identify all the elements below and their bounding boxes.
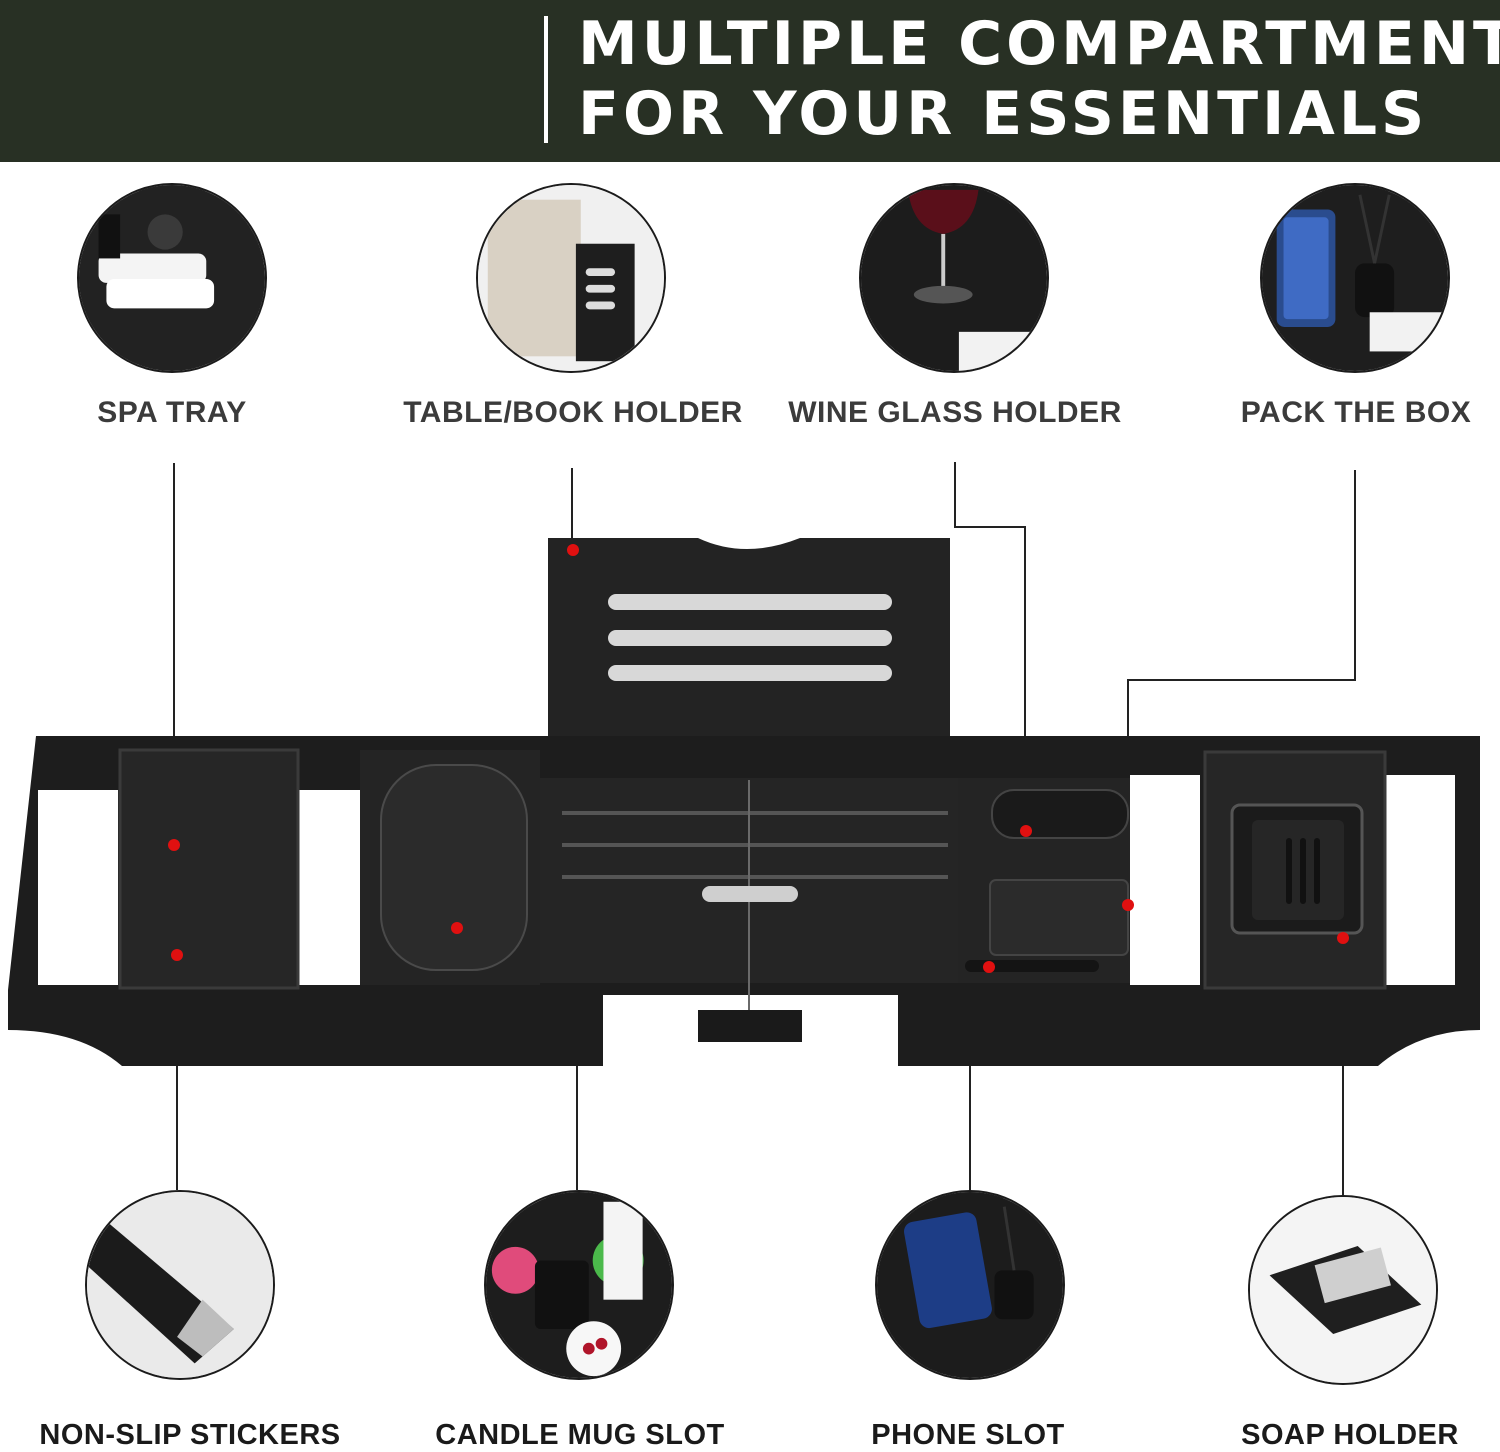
phone-diffuser-photo	[1260, 183, 1450, 373]
leader-line-wine-glass	[954, 462, 1026, 830]
soap-holder-photo	[1248, 1195, 1438, 1385]
marker-pack-box	[1122, 899, 1134, 911]
non-slip-corner-photo	[85, 1190, 275, 1380]
marker-soap-holder	[1337, 932, 1349, 944]
book-holder-stand	[548, 538, 950, 775]
header-banner: MULTIPLE COMPARTMENTS FOR YOUR ESSENTIAL…	[0, 0, 1500, 162]
spa-tray-label: SPA TRAY	[97, 396, 247, 429]
marker-candle-mug	[451, 922, 463, 934]
callout-markers	[168, 544, 1349, 973]
spa-tray-photo	[77, 183, 267, 373]
phone-slot-photo	[875, 1190, 1065, 1380]
banner-title-line2: FOR YOUR ESSENTIALS	[578, 79, 1429, 149]
marker-book-holder	[567, 544, 579, 556]
banner-divider	[544, 16, 548, 143]
pack-box-label: PACK THE BOX	[1240, 396, 1472, 429]
phone-slot-label: PHONE SLOT	[871, 1419, 1065, 1451]
tray-frame	[8, 736, 1480, 1066]
soap-holder-label: SOAP HOLDER	[1241, 1419, 1459, 1451]
marker-non-slip	[171, 949, 183, 961]
book-holder-label: TABLE/BOOK HOLDER	[403, 396, 743, 429]
banner-title-line1: MULTIPLE COMPARTMENTS	[578, 9, 1500, 79]
marker-phone-slot	[983, 961, 995, 973]
non-slip-label: NON-SLIP STICKERS	[39, 1419, 341, 1451]
marker-spa-tray	[168, 839, 180, 851]
candle-mug-label: CANDLE MUG SLOT	[435, 1419, 725, 1451]
wine-glass-photo	[859, 183, 1049, 373]
candle-mug-photo	[484, 1190, 674, 1380]
wine-glass-label: WINE GLASS HOLDER	[788, 396, 1122, 429]
marker-wine-glass	[1020, 825, 1032, 837]
book-holder-photo	[476, 183, 666, 373]
